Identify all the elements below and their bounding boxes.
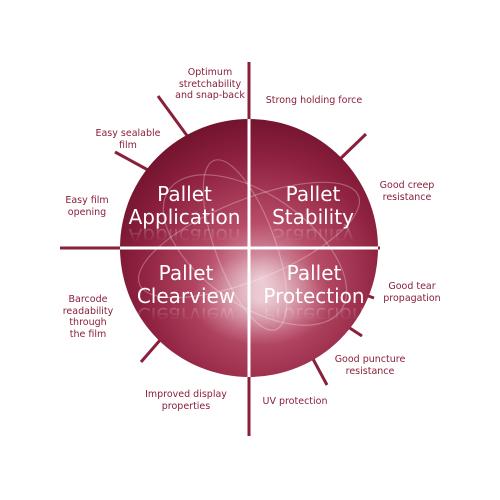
quadrant-title-reflection: Application	[128, 224, 241, 248]
label-uv-protection: UV protection	[262, 396, 328, 407]
label-barcode-readability: Barcode readability through the film	[62, 294, 114, 340]
label-easy-sealable-film: Easy sealable film	[95, 128, 161, 151]
quadrant-title-line2: Stability	[272, 205, 354, 229]
quadrant-title-line1: Pallet	[157, 182, 212, 206]
spoke-uv-protection	[311, 358, 329, 386]
label-good-tear-propagation: Good tear propagation	[383, 281, 441, 304]
quadrant-title-line1: Pallet	[286, 261, 342, 285]
spoke-easy-sealable-film	[114, 150, 149, 172]
spoke-optimum-stretchability	[156, 95, 190, 138]
quadrant-title-reflection: Stability	[272, 224, 354, 248]
quadrant-pallet-protection: Pallet Protection Protection	[252, 261, 376, 328]
quadrant-pallet-stability: Pallet Stability Stability	[252, 182, 374, 249]
label-improved-display-properties: Improved display properties	[145, 389, 227, 412]
label-good-creep-resistance: Good creep resistance	[379, 180, 435, 203]
quadrant-title-reflection: Protection	[263, 303, 365, 327]
quadrant-pallet-application: Pallet Application Application	[122, 182, 247, 249]
quadrant-title-line2: Application	[128, 205, 241, 229]
label-good-puncture-resistance: Good puncture resistance	[334, 354, 406, 377]
quadrant-title-line2: Protection	[263, 284, 365, 308]
spoke-good-creep-resistance	[337, 132, 368, 162]
label-optimum-stretchability: Optimum stretchability and snap-back	[175, 67, 245, 101]
quadrant-pallet-clearview: Pallet Clearview Clearview	[125, 261, 247, 328]
spoke-improved-display	[139, 338, 163, 363]
quadrant-title-line1: Pallet	[158, 261, 214, 285]
sphere-highlight	[192, 255, 332, 345]
label-easy-film-opening: Easy film opening	[65, 195, 109, 218]
quadrant-title-reflection: Clearview	[136, 303, 236, 327]
label-strong-holding-force: Strong holding force	[265, 95, 363, 106]
quadrant-title-line2: Clearview	[136, 284, 236, 308]
quadrant-title-line1: Pallet	[285, 182, 341, 206]
